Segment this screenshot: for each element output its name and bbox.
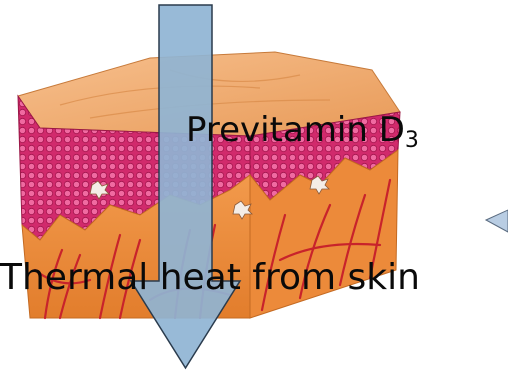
previtamin-main-text: Previtamin D [186, 110, 405, 150]
left-arrow-icon [486, 210, 508, 232]
previtamin-subscript: 3 [405, 128, 419, 153]
thermal-heat-label: Thermal heat from skin [0, 257, 420, 299]
previtamin-d3-label: Previtamin D3 [186, 110, 419, 161]
